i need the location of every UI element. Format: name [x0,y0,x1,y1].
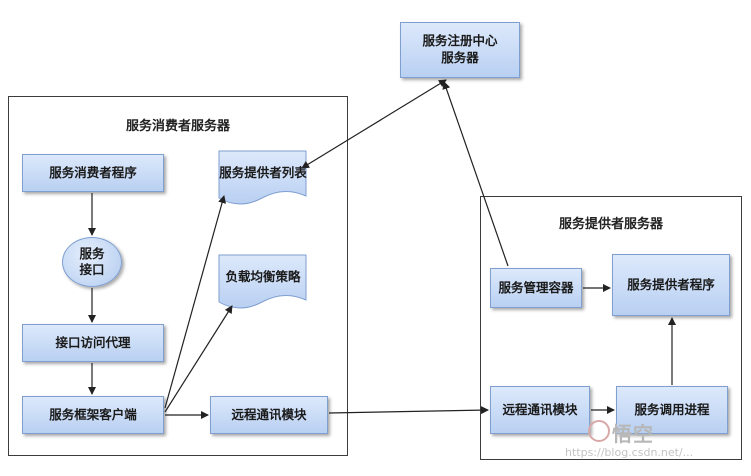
watermark-url: https://blog.csdn.net/... [565,446,694,459]
consumer-remote-comm-label: 远程通讯模块 [231,406,307,422]
interface-proxy-box[interactable]: 接口访问代理 [22,324,164,362]
arrow-remote-to-remote [328,406,489,415]
provider-list-doc-shape [218,150,307,205]
consumer-program-box[interactable]: 服务消费者程序 [22,154,164,192]
consumer-remote-comm-box[interactable]: 远程通讯模块 [210,396,328,434]
service-container-box[interactable]: 服务管理容器 [490,268,582,308]
interface-proxy-label: 接口访问代理 [55,334,131,350]
provider-program-box[interactable]: 服务提供者程序 [612,254,730,316]
arrow-container-to-registry [442,81,509,267]
registry-center-box[interactable]: 服务注册中心 服务器 [400,22,520,78]
load-balance-label: 负载均衡策略 [225,269,301,284]
invocation-process-label: 服务调用进程 [634,401,710,417]
provider-list-label: 服务提供者列表 [219,165,307,180]
provider-remote-comm-label: 远程通讯模块 [502,401,578,417]
registry-center-label: 服务注册中心 服务器 [422,33,498,65]
consumer-program-label: 服务消费者程序 [49,164,137,180]
arrow-client-to-provider-list [164,195,226,409]
watermark-logo-icon [588,420,610,442]
consumer-server-title: 服务消费者服务器 [125,119,230,134]
framework-client-label: 服务框架客户端 [49,406,137,422]
provider-remote-comm-box[interactable]: 远程通讯模块 [490,386,590,434]
service-interface-label: 服务 接口 [79,245,105,277]
provider-list-doc[interactable]: 服务提供者列表 [218,150,308,208]
watermark-text: 悟空 [612,422,654,446]
service-interface-node[interactable]: 服务 接口 [62,237,122,287]
invocation-process-box[interactable]: 服务调用进程 [616,386,728,434]
service-container-label: 服务管理容器 [498,279,574,295]
arrow-client-to-load-balance [164,305,233,413]
arrow-registry-provider-list [301,79,447,169]
provider-program-label: 服务提供者程序 [627,276,715,292]
provider-server-title: 服务提供者服务器 [558,217,663,232]
framework-client-box[interactable]: 服务框架客户端 [22,396,164,434]
